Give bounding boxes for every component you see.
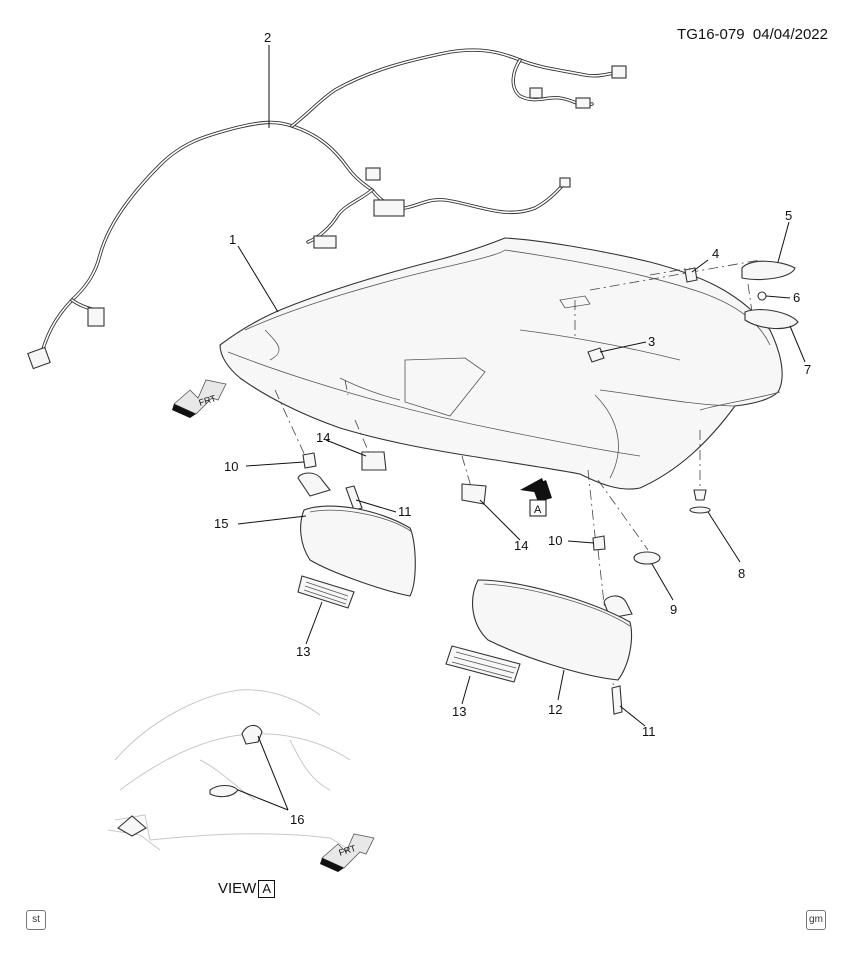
- wiring-harness: [27, 48, 627, 370]
- callout-8: 8: [738, 566, 745, 581]
- view-a-arrow: A: [520, 478, 552, 517]
- view-label: VIEW: [218, 880, 257, 897]
- view-a-inset: [107, 689, 351, 851]
- gm-icon[interactable]: gm: [806, 910, 826, 930]
- view-a-arrow-label: A: [534, 504, 542, 516]
- vanity-mirrors: [297, 575, 521, 683]
- callout-11-left: 11: [398, 504, 412, 519]
- front-arrow-2: FRT: [320, 833, 375, 872]
- callout-14-upper: 14: [316, 430, 330, 445]
- callout-2: 2: [264, 30, 271, 45]
- callout-16: 16: [290, 812, 304, 827]
- callout-13-right: 13: [452, 704, 466, 719]
- callout-1: 1: [229, 232, 236, 247]
- doc-date: 04/04/2022: [752, 26, 828, 43]
- callout-11-right: 11: [642, 724, 656, 739]
- doc-id: TG16-079: [677, 26, 745, 43]
- sun-visor-left: [297, 472, 416, 597]
- callout-4: 4: [712, 246, 719, 261]
- callout-14-lower: 14: [514, 538, 528, 553]
- callout-10-right: 10: [548, 533, 562, 548]
- callout-7: 7: [804, 362, 811, 377]
- front-arrow-1: FRT: [172, 379, 227, 418]
- view-letter-box: A: [258, 880, 276, 898]
- st-icon[interactable]: st: [26, 910, 46, 930]
- callout-13-left: 13: [296, 644, 310, 659]
- callout-labels: 2 1 3 4 5 6 7 8 9 10 10 11 11 12 13 13 1…: [214, 30, 811, 827]
- sun-visor-right: [472, 579, 633, 681]
- callout-10-left: 10: [224, 459, 238, 474]
- callout-leaders: [237, 45, 806, 811]
- callout-9: 9: [670, 602, 677, 617]
- diagram-header: TG16-079 04/04/2022: [677, 26, 828, 43]
- callout-5: 5: [785, 208, 792, 223]
- callout-15: 15: [214, 516, 228, 531]
- callout-6: 6: [793, 290, 800, 305]
- small-parts: [302, 260, 799, 715]
- headliner: [219, 237, 783, 490]
- callout-3: 3: [648, 334, 655, 349]
- callout-12: 12: [548, 702, 562, 717]
